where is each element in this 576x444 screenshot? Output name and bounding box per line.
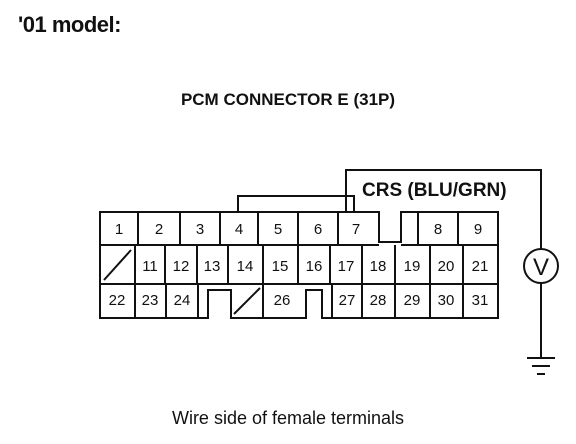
connector-title: PCM CONNECTOR E (31P) bbox=[180, 90, 396, 109]
terminal-label: 8 bbox=[434, 221, 442, 238]
connector-body bbox=[99, 211, 499, 319]
terminal-row-2: 11 12 13 14 15 16 17 18 19 20 21 bbox=[142, 258, 488, 275]
terminal-label: 7 bbox=[352, 221, 360, 238]
terminal-label: 31 bbox=[472, 292, 489, 309]
terminal-label: 3 bbox=[196, 221, 204, 238]
terminal-label: 22 bbox=[109, 292, 126, 309]
terminal-label: 24 bbox=[174, 292, 191, 309]
terminal-label: 21 bbox=[472, 258, 489, 275]
wire-label-bg bbox=[356, 176, 528, 200]
probe-wire bbox=[345, 169, 542, 250]
terminal-row-3: 22 23 24 26 27 28 29 30 31 bbox=[109, 292, 489, 309]
model-label: '01 model: bbox=[18, 12, 121, 37]
terminal-label: 4 bbox=[235, 221, 243, 238]
empty-cavity-10 bbox=[103, 249, 132, 281]
terminal-label: 27 bbox=[339, 292, 356, 309]
voltmeter: V bbox=[523, 248, 559, 284]
terminal-label: 14 bbox=[237, 258, 254, 275]
terminal-label: 6 bbox=[314, 221, 322, 238]
terminal-label: 12 bbox=[173, 258, 190, 275]
terminal-label: 30 bbox=[438, 292, 455, 309]
empty-cavity-25 bbox=[233, 287, 261, 315]
terminal-label: 23 bbox=[142, 292, 159, 309]
terminal-label: 16 bbox=[306, 258, 323, 275]
terminal-row-1: 1 2 3 4 5 6 7 8 9 bbox=[115, 221, 482, 238]
voltmeter-symbol: V bbox=[533, 254, 549, 281]
terminal-label: 20 bbox=[438, 258, 455, 275]
terminal-label: 28 bbox=[370, 292, 387, 309]
terminal-label: 11 bbox=[142, 258, 158, 275]
terminal-label: 18 bbox=[370, 258, 387, 275]
terminal-label: 1 bbox=[115, 221, 123, 238]
terminal-label: 29 bbox=[404, 292, 421, 309]
ground-icon bbox=[527, 357, 555, 375]
terminal-label: 17 bbox=[338, 258, 355, 275]
terminal-label: 5 bbox=[274, 221, 282, 238]
terminal-label: 15 bbox=[272, 258, 289, 275]
terminal-label: 9 bbox=[474, 221, 482, 238]
terminal-label: 26 bbox=[274, 292, 291, 309]
terminal-label: 2 bbox=[155, 221, 163, 238]
wire-label: CRS (BLU/GRN) bbox=[362, 180, 507, 201]
jumper-wire bbox=[237, 195, 355, 212]
diagram-caption: Wire side of female terminals bbox=[171, 408, 405, 428]
terminal-label: 13 bbox=[204, 258, 221, 275]
terminal-label: 19 bbox=[404, 258, 421, 275]
